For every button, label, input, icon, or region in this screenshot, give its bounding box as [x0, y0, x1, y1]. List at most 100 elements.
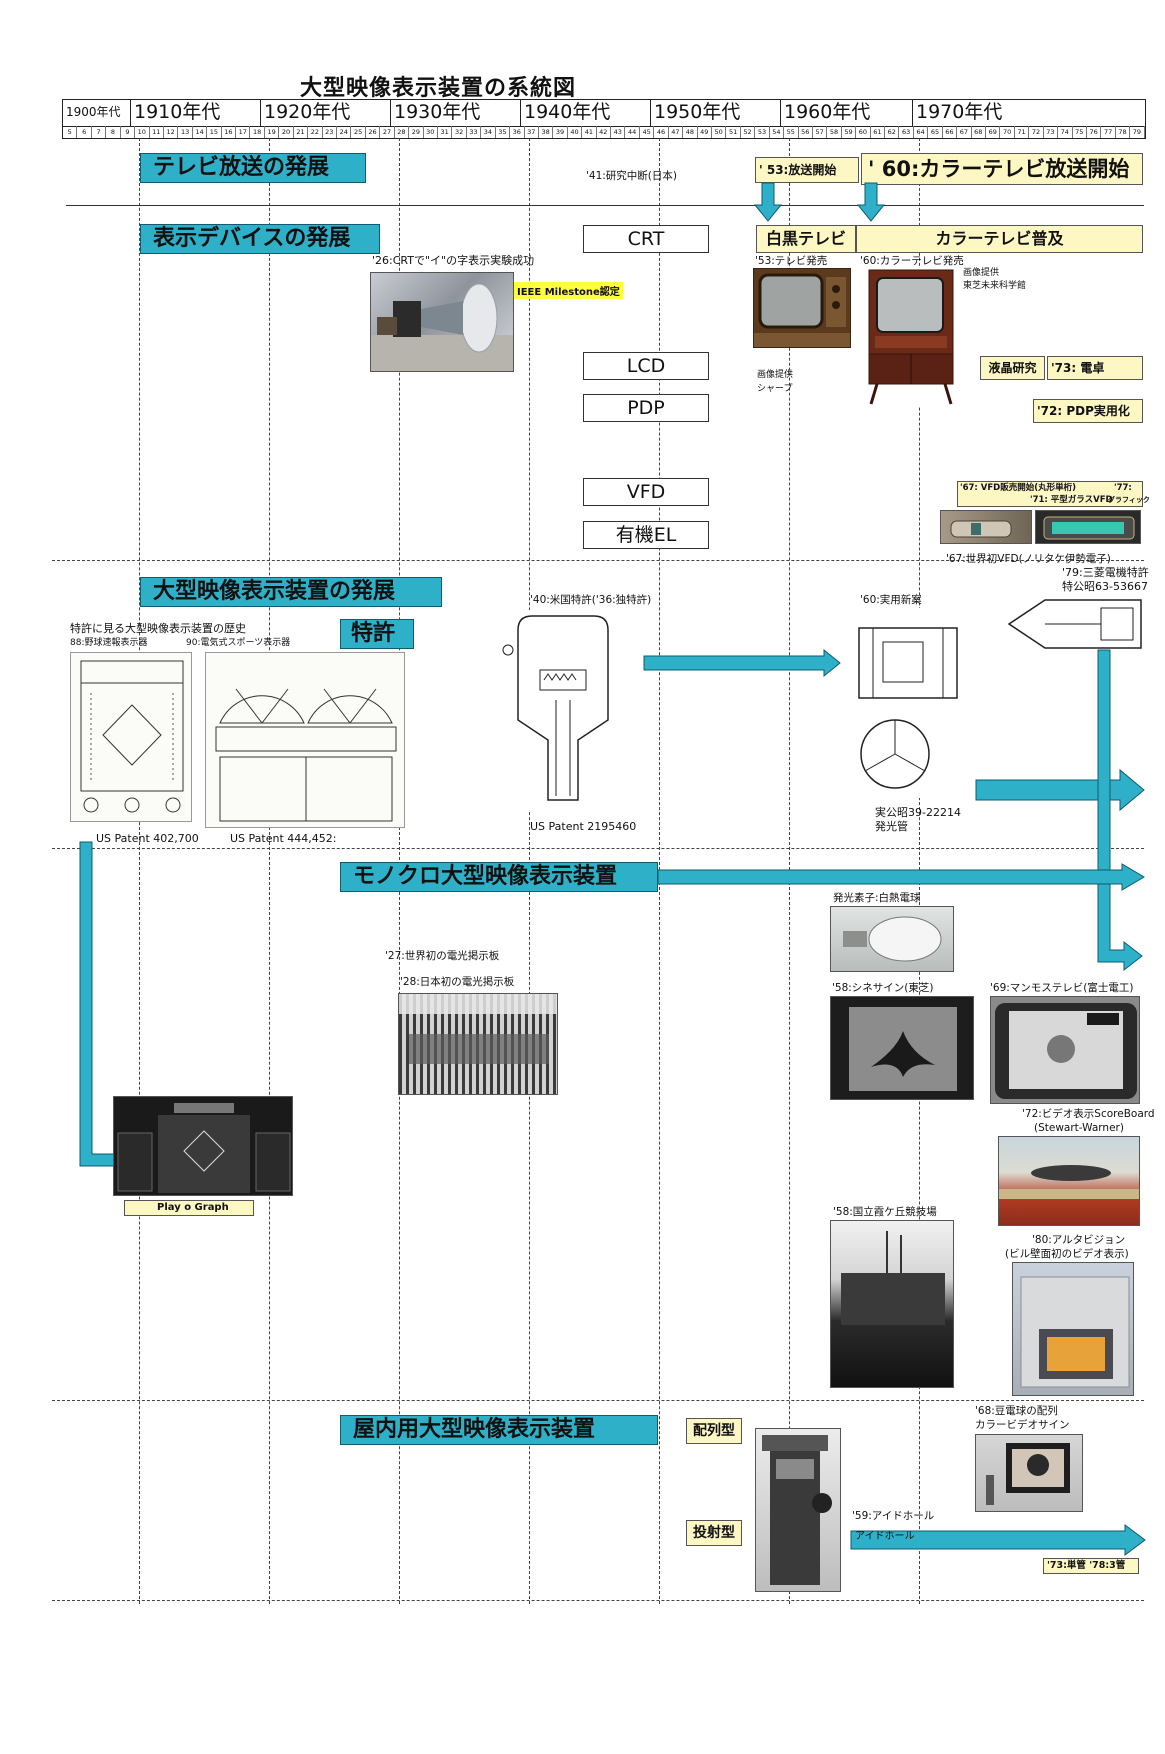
tubes-73-78-label: '73:単管 '78:3管	[1043, 1558, 1139, 1574]
year-cell: 58	[827, 126, 842, 138]
jp-utility-drawing	[843, 608, 978, 798]
divider-indoor	[52, 1600, 1144, 1601]
graphic-label: グラフィック	[1108, 496, 1150, 504]
vfd-77-label: '77:	[1114, 483, 1132, 493]
year-cell: 72	[1029, 126, 1044, 138]
year-cell: 32	[452, 126, 467, 138]
year-cell: 42	[597, 126, 612, 138]
year-cell: 77	[1101, 126, 1116, 138]
year-cell: 39	[553, 126, 568, 138]
year-cell: 11	[150, 126, 164, 138]
year-cell: 20	[279, 126, 294, 138]
arrow-mono-timeline	[657, 863, 1145, 891]
year-cell: 53	[755, 126, 770, 138]
year-cell: 68	[972, 126, 986, 138]
array-type-label: 配列型	[686, 1418, 742, 1444]
baseball-board-drawing	[70, 652, 192, 822]
year-cell: 46	[654, 126, 669, 138]
arrow-patent-40-to-60	[643, 648, 841, 678]
year-cell: 19	[265, 126, 280, 138]
sports-board-drawing	[205, 652, 405, 828]
down-arrow-53	[753, 182, 783, 222]
year-cell: 48	[683, 126, 698, 138]
cinesign-58-caption: '58:シネサイン(東芝)	[832, 982, 934, 994]
year-cell: 22	[308, 126, 323, 138]
vfd-round-photo	[940, 510, 1032, 544]
bulb-photo	[830, 906, 954, 972]
bulb-array-68-caption: '68:豆電球の配列	[975, 1405, 1058, 1417]
color-broadcast-60: ' 60:カラーテレビ放送開始	[861, 153, 1143, 185]
year-cell: 35	[496, 126, 511, 138]
year-cell: 50	[712, 126, 727, 138]
year-cell: 17	[236, 126, 251, 138]
year-cell: 31	[438, 126, 453, 138]
year-cell: 54	[770, 126, 785, 138]
mammoth-tv-69-caption: '69:マンモステレビ(富士電工)	[990, 982, 1134, 994]
year-cell: 6	[77, 126, 92, 138]
year-cell: 51	[726, 126, 741, 138]
patent-90-caption: 90:電気式スポーツ表示器	[186, 638, 291, 648]
altavision-photo	[1012, 1262, 1134, 1396]
us-patent-2195460: US Patent 2195460	[530, 820, 637, 833]
gridline-1910	[139, 138, 140, 1604]
year-cell: 10	[135, 126, 150, 138]
year-cell: 59	[842, 126, 857, 138]
year-cell: 34	[481, 126, 496, 138]
mono-heading: モノクロ大型映像表示装置	[340, 862, 658, 892]
jp-utility-number: 実公昭39-22214	[875, 806, 961, 819]
year-cell: 78	[1116, 126, 1131, 138]
year-cell: 33	[467, 126, 482, 138]
year-cell: 60	[856, 126, 871, 138]
year-cell: 36	[510, 126, 525, 138]
decade-1930: 1930年代	[391, 100, 521, 126]
bw-tv-label: 白黒テレビ	[756, 225, 856, 253]
year-cell: 55	[784, 126, 799, 138]
year-cell: 57	[813, 126, 828, 138]
scoreboard-72-maker: (Stewart-Warner)	[1034, 1122, 1124, 1134]
patent-label: 特許	[340, 619, 414, 649]
altavision-80-note: (ビル壁面初のビデオ表示)	[1005, 1248, 1129, 1260]
kasumigaoka-58-caption: '58:国立霞ケ丘競技場	[833, 1206, 937, 1218]
year-cell: 16	[222, 126, 237, 138]
year-cell: 62	[885, 126, 900, 138]
device-pdp: PDP	[583, 394, 709, 422]
year-cell: 47	[669, 126, 684, 138]
divider-mono	[52, 1400, 1144, 1401]
vfd-box: '67: VFD販売開始(丸形単桁) '77: '71: 平型ガラスVFD グラ…	[957, 481, 1150, 507]
japan-first-board-28: '28:日本初の電光掲示板	[400, 976, 515, 988]
sharp-credit-2: シャープ	[757, 384, 793, 394]
arrow-mitsubishi-to-mono	[1097, 649, 1143, 972]
vfd-67-label: '67: VFD販売開始(丸形単桁)	[960, 483, 1077, 493]
down-arrow-60	[856, 182, 886, 222]
us-patent-402700: US Patent 402,700	[96, 832, 199, 845]
year-cell: 49	[698, 126, 712, 138]
year-cell: 26	[366, 126, 381, 138]
year-cell: 56	[799, 126, 813, 138]
year-cell: 66	[943, 126, 958, 138]
year-cell: 71	[1015, 126, 1030, 138]
bulb-caption: 発光素子:白熱電球	[833, 892, 921, 904]
altavision-80-caption: '80:アルタビジョン	[1032, 1234, 1126, 1246]
year-cell: 63	[899, 126, 914, 138]
scoreboard-72-caption: '72:ビデオ表示ScoreBoard	[1022, 1108, 1155, 1120]
us-patent-444452: US Patent 444,452:	[230, 832, 337, 845]
mitsubishi-patent-79: '79:三菱電機特許	[1062, 566, 1149, 579]
year-cell: 45	[640, 126, 655, 138]
color-tv-photo	[865, 268, 957, 406]
patent-88-caption: 88:野球速報表示器	[70, 638, 148, 648]
year-cell: 18	[250, 126, 265, 138]
year-cell: 73	[1044, 126, 1059, 138]
devices-heading: 表示デバイスの発展	[140, 224, 380, 254]
eidophor-label: アイドホール	[855, 1531, 915, 1542]
year-cell: 38	[539, 126, 554, 138]
year-cell: 14	[193, 126, 208, 138]
divider-devices	[52, 560, 1144, 561]
vfd-flat-photo	[1035, 510, 1141, 544]
jp-utility-60-caption: '60:実用新案	[860, 594, 922, 606]
arrow-eidophor-timeline	[850, 1524, 1146, 1556]
decade-1950: 1950年代	[651, 100, 781, 126]
year-cell: 23	[323, 126, 338, 138]
color-video-sign-caption: カラービデオサイン	[975, 1419, 1070, 1431]
year-cell: 25	[351, 126, 366, 138]
year-cell: 15	[207, 126, 222, 138]
